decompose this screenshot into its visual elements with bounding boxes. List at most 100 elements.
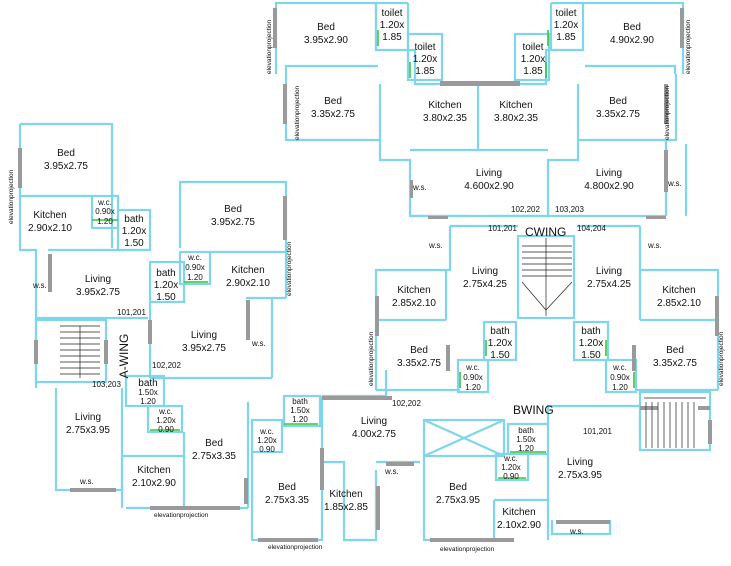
wing-labels: CWING BWING A-WING [117,225,566,417]
flat-number: 101,201 [488,224,517,233]
room-dimension: 2.10x2.90 [497,520,541,531]
room-name: w.c. [612,363,627,372]
room-label: Living 2.75x3.95 [558,457,602,481]
room-dimension: 0.90x [95,207,115,216]
room-name: toilet [555,8,576,19]
room-dimension: 1.20x [154,280,178,291]
room-dimension: 2.75x4.25 [463,279,507,290]
room-dimension: 2.85x2.10 [392,298,436,309]
room-name: bath [156,268,175,279]
room-name: Living [596,266,622,277]
room-dimension: 1.50x [516,435,536,444]
elevation-label: elevationprojection [664,85,671,140]
room-name: Bed [57,148,75,159]
room-name: w.c. [97,198,112,207]
wing-label-b: BWING [513,403,554,417]
room-dimension: 1.20x [554,20,578,31]
room-dimension: 1.20x [521,54,545,65]
room-dimension: 0.90x [463,373,483,382]
room-name: Kitchen [428,100,461,111]
room-name: Bed [324,96,342,107]
room-dimension: 0.90x [185,263,205,272]
room-label: Bed 2.75x3.95 [436,482,480,506]
room-dimension: 3.35x2.75 [653,358,697,369]
flat-number: 101,201 [117,308,146,317]
room-name: Bed [205,438,223,449]
room-name: Bed [317,22,335,33]
room-label: Kitchen 2.10x2.90 [132,465,176,489]
room-name: Bed [666,345,684,356]
room-dimension: 2.10x2.90 [132,478,176,489]
ws-label: w.s. [32,281,47,290]
room-dimension: 1.20x [413,54,437,65]
room-label: Living 4.00x2.75 [352,416,396,440]
elevation-label: elevationprojection [8,169,15,224]
room-dimension: 2.75x3.95 [558,470,602,481]
elevation-labels: elevationprojection elevationprojection … [8,19,725,553]
room-dimension: 3.95x2.75 [44,161,88,172]
room-name: bath [292,397,308,406]
room-dimension: 1.20 [187,273,203,282]
columns [18,8,719,542]
ws-label: w.s. [647,241,662,250]
room-dimension: 1.20 [292,415,308,424]
room-dimension: 1.20x [380,20,404,31]
room-dimension: 1.85 [556,32,576,43]
room-dimension: 1.50 [156,292,176,303]
room-dimension: 1.50 [490,350,510,361]
flat-number: 101,201 [583,427,612,436]
room-name: bath [124,214,143,225]
room-dimension: 1.20 [465,383,481,392]
ws-label: w.s. [79,477,94,486]
room-dimension: 3.35x2.75 [596,109,640,120]
wing-label-a: A-WING [117,334,131,379]
room-name: w.c. [465,363,480,372]
room-name: Living [361,416,387,427]
room-dimension: 3.80x2.35 [423,113,467,124]
room-dimension: 1.20x [488,338,512,349]
room-dimension: 3.95x2.75 [182,343,226,354]
room-name: Kitchen [137,465,170,476]
room-name: Bed [449,482,467,493]
room-name: Bed [224,204,242,215]
flat-number: 102,202 [511,205,540,214]
room-dimension: 4.00x2.75 [352,429,396,440]
room-dimension: 3.35x2.75 [397,358,441,369]
room-dimension: 3.95x2.75 [76,287,120,298]
room-dimension: 2.75x4.25 [587,279,631,290]
room-dimension: 1.50 [581,350,601,361]
room-dimension: 2.75x3.95 [66,425,110,436]
flat-number: 104,204 [577,224,606,233]
room-name: Kitchen [662,285,695,296]
room-dimension: 1.20x [501,463,521,472]
room-name: w.c. [259,427,274,436]
room-name: Kitchen [231,265,264,276]
room-name: Kitchen [499,100,532,111]
ws-label: w.s. [428,241,443,250]
room-dimension: 2.75x3.95 [436,495,480,506]
room-dimension: 1.50 [124,238,144,249]
room-name: toilet [522,42,543,53]
room-label: Bed 3.35x2.75 [653,345,697,369]
room-dimension: 4.90x2.90 [610,35,654,46]
elevation-label: elevationprojection [266,19,273,74]
room-dimension: 2.75x3.35 [192,451,236,462]
room-name: Living [567,457,593,468]
room-dimension: 2.75x3.35 [265,495,309,506]
